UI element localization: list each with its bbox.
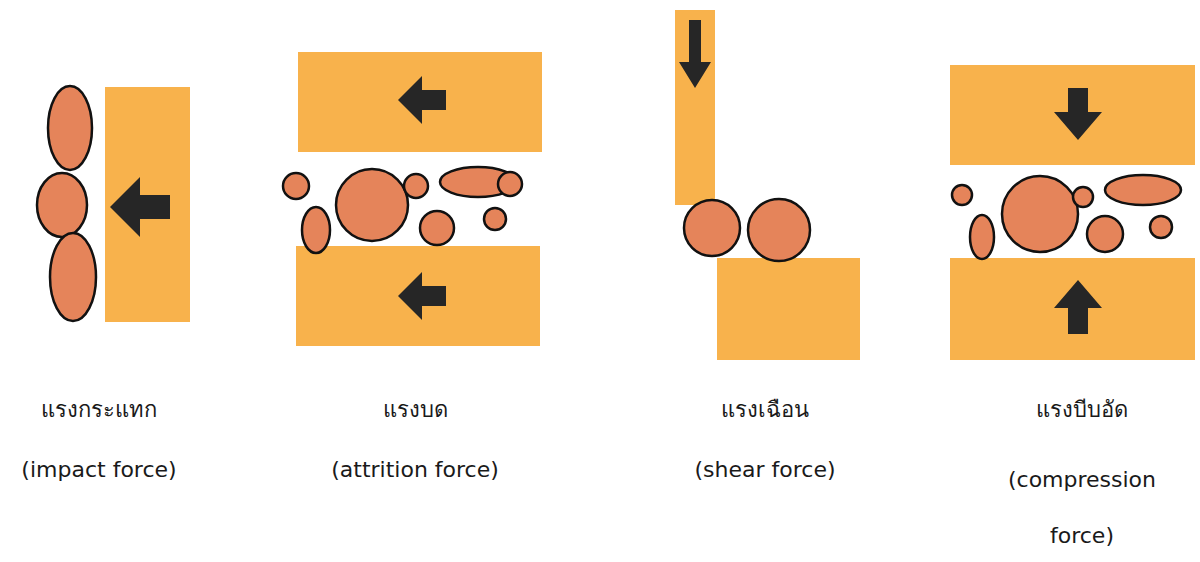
particle [1002,176,1078,252]
particle [748,199,810,261]
particle [1073,187,1093,207]
english-caption: (compression force) [995,452,1170,562]
thai-caption: แรงบีบอัด [982,392,1182,428]
upper-plate [298,52,542,152]
particle [970,215,994,259]
particle [336,169,408,241]
particle [1150,216,1172,238]
particle [484,208,506,230]
thai-caption: แรงบด [305,392,525,428]
particle [952,185,972,205]
particle [684,200,740,256]
shear-blade [675,10,715,205]
force-arrow [398,272,446,320]
lower-plate [296,246,540,346]
particle [48,86,92,170]
english-caption: (impact force) [4,452,194,488]
upper-plate [950,65,1195,165]
force-arrow [679,20,711,88]
thai-caption: แรงกระแทก [4,392,194,428]
particle [1087,216,1123,252]
particle [50,233,96,321]
force-arrow [1054,88,1102,140]
shear-base [717,258,860,360]
force-arrow [110,177,170,237]
lower-plate [950,258,1195,360]
english-caption: (attrition force) [305,452,525,488]
particle [1105,175,1181,205]
particle [498,172,522,196]
particle [404,174,428,198]
particle [302,207,330,253]
force-arrow [1054,280,1102,334]
particle [420,211,454,245]
thai-caption: แรงเฉือน [665,392,865,428]
force-arrow [398,76,446,124]
particle [283,173,309,199]
english-caption: (shear force) [665,452,865,488]
impact-plate [105,87,190,322]
particle [37,173,87,237]
